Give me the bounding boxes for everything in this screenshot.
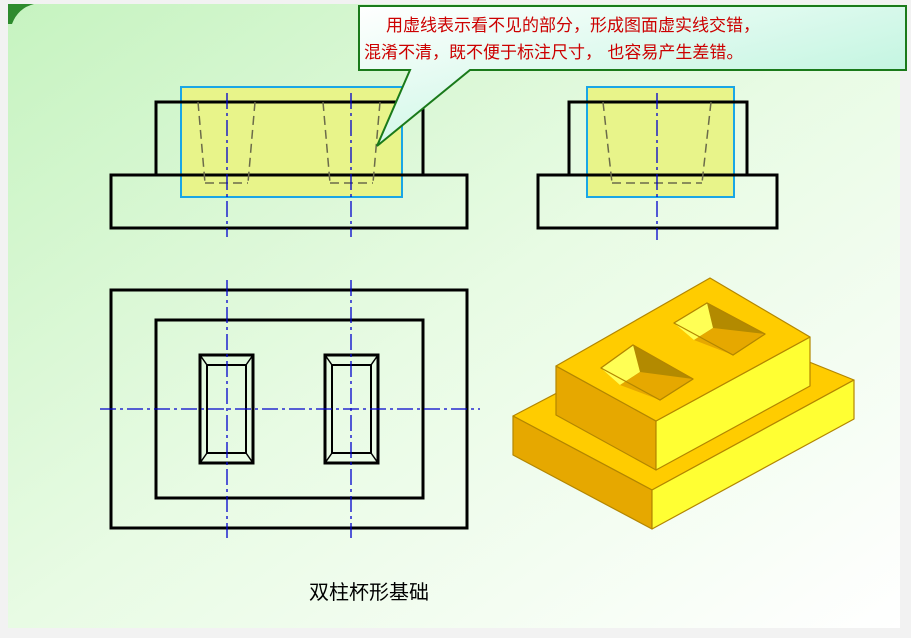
front-view-highlight xyxy=(180,86,403,198)
solid-socket-left xyxy=(600,344,694,401)
side-view-upper-block xyxy=(567,100,749,175)
front-view-upper-block xyxy=(154,100,425,175)
top-view xyxy=(100,280,480,538)
solid-upper-top xyxy=(555,277,811,422)
solid-base-right xyxy=(651,379,855,530)
front-view-center-lines xyxy=(226,93,352,237)
figure-caption: 双柱杯形基础 xyxy=(309,580,429,604)
top-view-center-lines xyxy=(100,280,480,538)
corner-decoration-icon xyxy=(8,4,34,24)
front-view xyxy=(109,86,469,237)
callout-line-1: 用虚线表示看不见的部分，形成图面虚实线交错， xyxy=(386,16,760,36)
front-view-base xyxy=(109,173,469,230)
solid-socket-right xyxy=(673,302,766,356)
callout-line-2: 混淆不清，既不便于标注尺寸， 也容易产生差错。 xyxy=(364,43,743,63)
isometric-solid xyxy=(512,277,855,530)
callout: 用虚线表示看不见的部分，形成图面虚实线交错， 混淆不清，既不便于标注尺寸， 也容… xyxy=(358,5,907,147)
side-view xyxy=(536,86,779,240)
callout-bubble xyxy=(358,5,907,147)
